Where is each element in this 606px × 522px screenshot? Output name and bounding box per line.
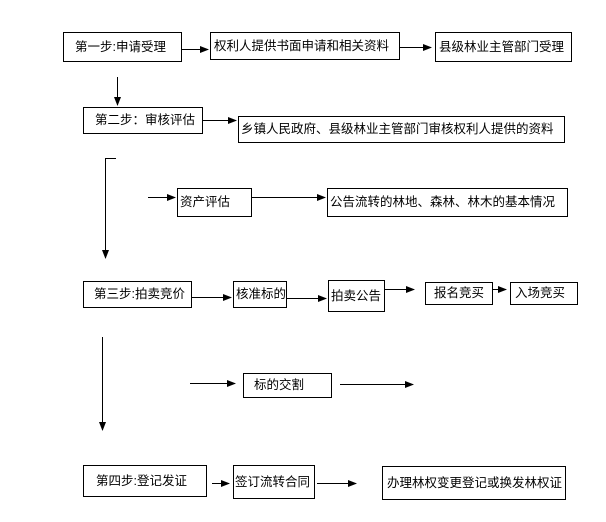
flow-node-subject-delivery: 标的交割 (243, 373, 332, 398)
flow-node-approve-subject: 核准标的 (233, 281, 287, 308)
flow-node-step1-apply: 权利人提供书面申请和相关资料 (210, 32, 400, 60)
flow-node-step3: 第三步:拍卖竞价 (83, 281, 192, 308)
flow-node-step2: 第二步：审核评估 (83, 107, 203, 134)
flow-node-auction-notice: 拍卖公告 (328, 280, 385, 312)
flow-node-step1-accept: 县级林业主管部门受理 (435, 32, 572, 62)
flow-node-register-change: 办理林权变更登记或换发林权证 (382, 466, 566, 500)
flow-node-step4: 第四步:登记发证 (83, 465, 207, 497)
flow-node-sign-contract: 签订流转合同 (233, 465, 315, 499)
flow-node-asset-evaluation: 资产评估 (177, 188, 252, 217)
flow-node-step2-review: 乡镇人民政府、县级林业主管部门审核权利人提供的资料 (238, 116, 565, 143)
flow-node-enter-bidding: 入场竞买 (510, 282, 578, 305)
flow-node-step1: 第一步:申请受理 (63, 32, 182, 62)
flow-node-announcement: 公告流转的林地、森林、林木的基本情况 (327, 188, 568, 217)
flow-node-register-bidding: 报名竞买 (425, 282, 493, 305)
